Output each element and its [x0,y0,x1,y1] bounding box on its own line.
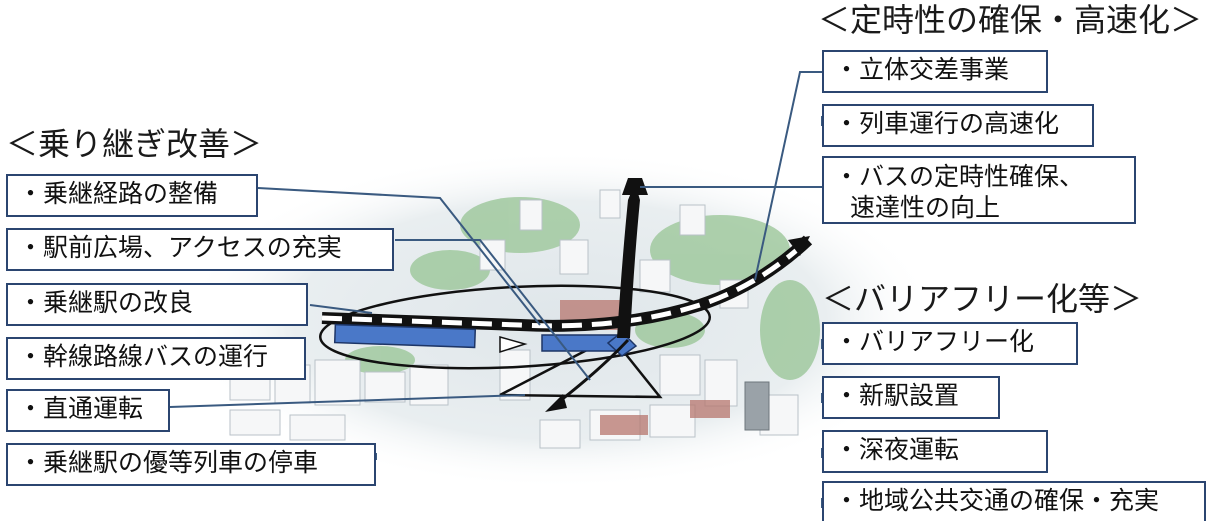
transit-loop [319,284,711,370]
item-new-station: ・新駅設置 [822,376,1000,419]
arrow-right-small [499,336,528,354]
item-train-speedup: ・列車運行の高速化 [822,104,1094,147]
item-trunk-bus-service: ・幹線路線バスの運行 [6,337,306,380]
station-triangle [499,335,663,399]
item-barrier-free: ・バリアフリー化 [822,322,1078,365]
item-bus-punctuality: ・バスの定時性確保、 速達性の向上 [822,156,1136,224]
arrow-north-east-head [788,236,810,256]
greenery [345,197,820,380]
item-station-plaza-access: ・駅前広場、アクセスの充実 [6,228,394,271]
item-late-night-service: ・深夜運転 [822,430,1048,473]
item-transfer-route: ・乗継経路の整備 [6,174,258,217]
heading-punctuality-speedup: ＜定時性の確保・高速化＞ [818,1,1203,39]
item-bus-punctuality-line1: ・バスの定時性確保、 [834,162,1085,191]
railway-track-dash [321,238,810,329]
item-local-transport: ・地域公共交通の確保・充実 [822,481,1206,521]
item-bus-punctuality-line2: 速達性の向上 [850,193,1001,223]
item-express-stop: ・乗継駅の優等列車の停車 [6,443,376,486]
arrow-north-head [622,178,648,195]
heading-barrier-free: ＜バリアフリー化等＞ [822,280,1143,318]
tall-building [744,381,770,431]
arrow-south-west-head [545,394,567,412]
train-bar-left [333,323,477,349]
heading-transfer-improvement: ＜乗り継ぎ改善＞ [6,125,263,163]
arrow-north [617,183,640,338]
item-grade-separation: ・立体交差事業 [822,50,1048,93]
item-transfer-station-improvement: ・乗継駅の改良 [6,283,308,326]
arrow-south-west [555,338,630,406]
item-through-service: ・直通運転 [6,389,170,432]
